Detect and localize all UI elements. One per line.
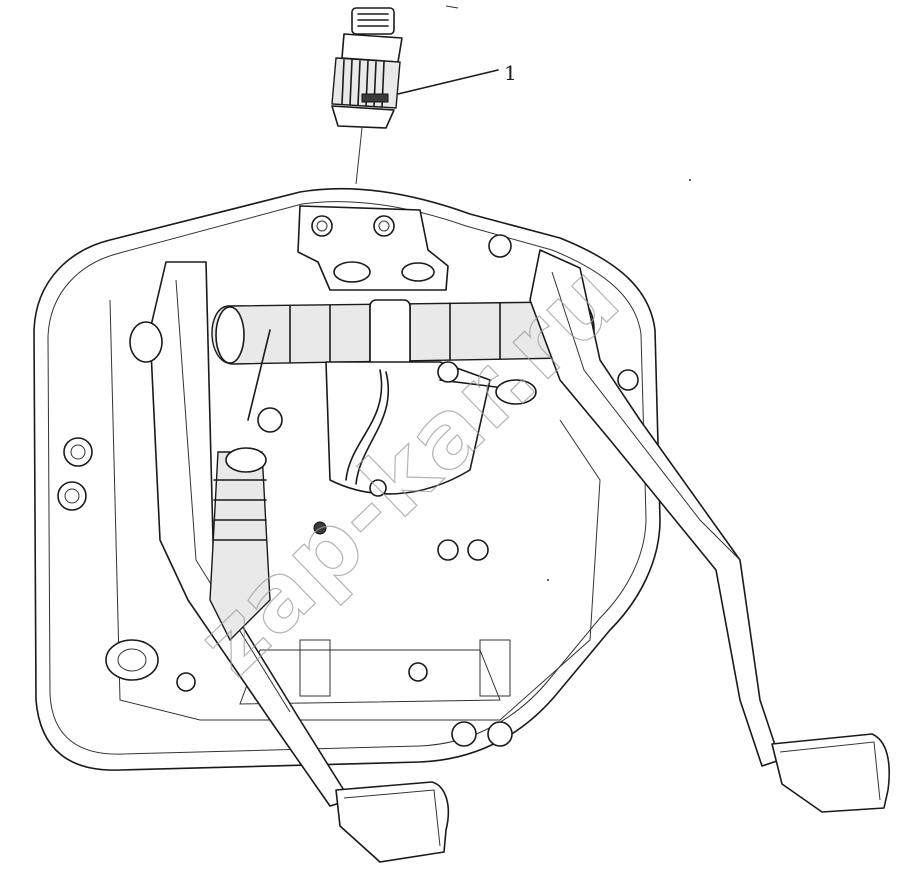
roller-a: [451, 721, 477, 747]
clutch-pedal-pad: [335, 781, 450, 863]
booster-port: [495, 379, 537, 405]
slot-right: [479, 639, 511, 697]
shaft-end-left: [215, 306, 245, 364]
brake-stop-bolt: [488, 234, 512, 258]
bolt-top-left: [311, 215, 333, 237]
roller-b: [487, 721, 513, 747]
brake-pedal-pad: [771, 733, 891, 813]
switch-base: [331, 105, 395, 129]
fastener-small: [313, 521, 327, 535]
clutch-pivot-boss: [129, 321, 163, 363]
clip-b: [176, 672, 196, 692]
lug-left-upper: [63, 437, 93, 467]
clip-a: [408, 662, 428, 682]
brake-pedal-arm: [529, 249, 781, 767]
lug-left-lower: [57, 481, 87, 511]
switch-connector: [351, 7, 395, 35]
bolt-top-right: [373, 215, 395, 237]
center-housing: [325, 361, 491, 495]
plate-recess: [109, 299, 601, 721]
wire-clip: [369, 479, 387, 497]
bolt-lower-b: [467, 539, 489, 561]
bolt-lower-a: [437, 539, 459, 561]
callout-leader-1: [397, 69, 499, 95]
mounting-plate-inner-rim: [47, 201, 647, 755]
clutch-pedal-arm: [149, 261, 351, 807]
switch-mount-hole: [333, 261, 371, 283]
clutch-clevis: [257, 407, 283, 433]
slot-left: [299, 639, 331, 697]
wire-harness: [345, 369, 383, 481]
right-lug: [617, 369, 639, 391]
switch-plunger-axis: [355, 127, 363, 185]
lower-left-boss: [105, 639, 159, 681]
shaft-collar: [369, 299, 411, 367]
pedal-switch-part-1: [331, 7, 403, 185]
callout-label-1: 1: [504, 61, 517, 85]
bracket-hole: [401, 262, 435, 282]
